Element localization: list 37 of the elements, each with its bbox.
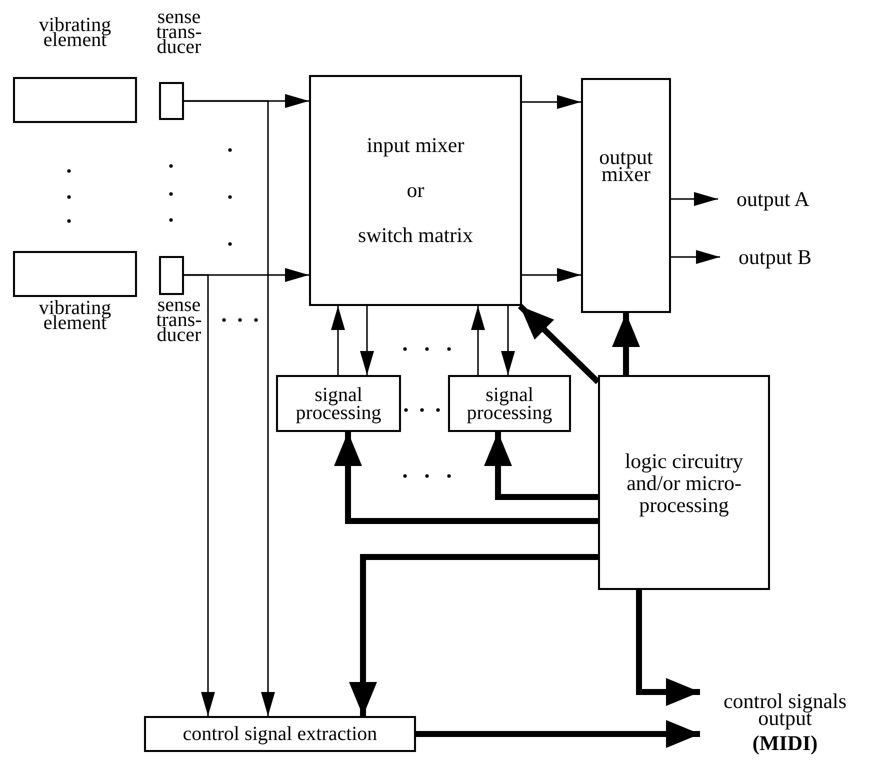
transducer-label: sense trans- ducer xyxy=(155,10,203,55)
arrow xyxy=(349,554,598,716)
mixer-box xyxy=(581,78,671,313)
processing-box xyxy=(276,375,401,432)
arrow xyxy=(360,306,374,375)
arrow xyxy=(416,720,700,748)
arrow xyxy=(518,304,600,384)
element-label: vibrating element xyxy=(38,18,112,48)
arrow xyxy=(671,192,718,206)
arrow xyxy=(612,313,640,375)
output-label: output B xyxy=(738,246,812,270)
processing-box xyxy=(448,375,571,432)
arrow xyxy=(671,250,720,264)
extraction-box xyxy=(144,716,416,752)
arrow xyxy=(471,306,485,375)
box-label: switch matrix xyxy=(358,224,473,248)
box-label: logic circuitry and/or micro- processing xyxy=(624,450,744,516)
transducer-label: sense trans- ducer xyxy=(155,298,203,343)
box-label: input mixer xyxy=(366,134,464,157)
mixer-box xyxy=(309,75,522,306)
arrow xyxy=(501,306,515,375)
arrow xyxy=(184,274,215,716)
logic-box xyxy=(598,375,770,590)
element-label: vibrating element xyxy=(38,301,112,331)
box-label: or xyxy=(406,178,424,202)
arrow xyxy=(334,432,598,524)
arrow xyxy=(522,95,581,109)
arrow xyxy=(331,306,345,375)
arrow xyxy=(522,268,581,282)
box-label: output mixer xyxy=(598,148,654,182)
box-label: signal processing xyxy=(294,386,382,422)
box-label: signal processing xyxy=(466,386,554,422)
output-label: output A xyxy=(736,188,810,212)
arrow xyxy=(184,100,275,716)
box-label: control signal extraction xyxy=(182,723,378,745)
arrow xyxy=(636,590,700,706)
arrow xyxy=(484,432,598,500)
